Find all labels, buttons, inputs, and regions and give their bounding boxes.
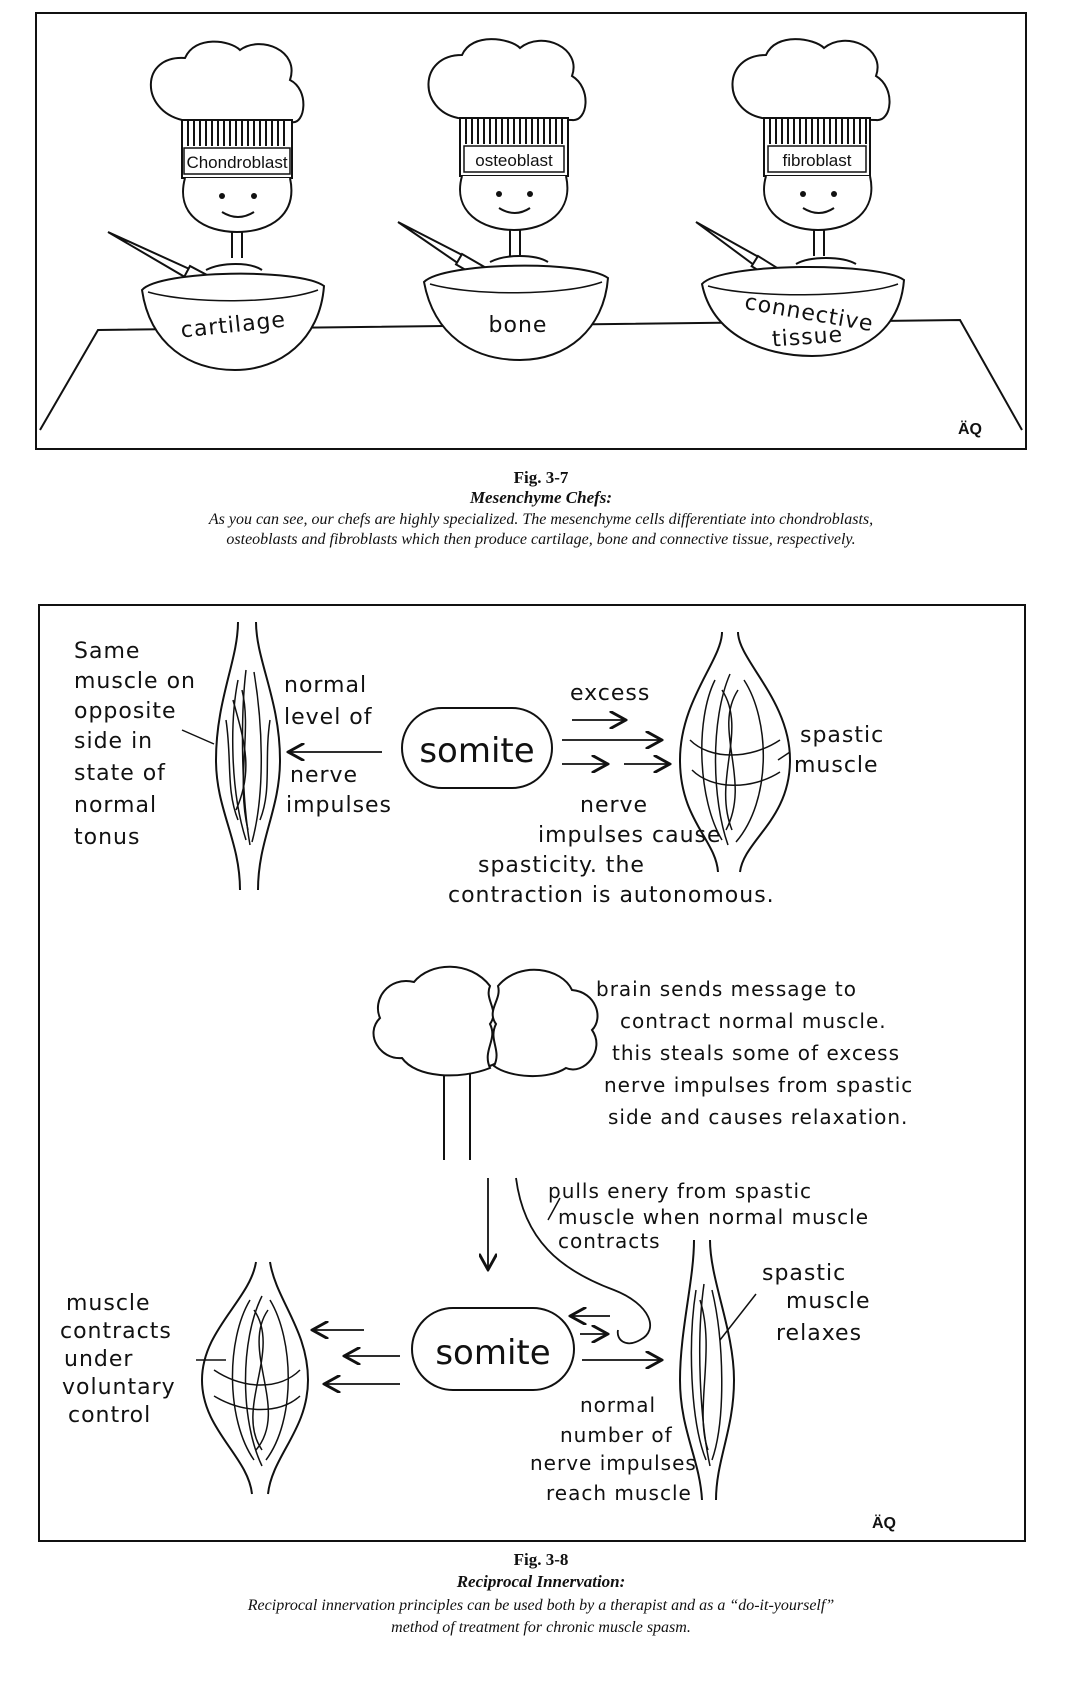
spasticity-explanation: nerve impulses cause spasticity. the con… (448, 793, 775, 908)
pull-curve (515, 1177, 651, 1345)
pulls-energy-note: pulls enery from spastic muscle when nor… (548, 1179, 876, 1253)
contracting-muscle (200, 1261, 310, 1495)
fig-3-7-number: Fig. 3-7 (513, 468, 569, 487)
normal-level-label: normal level of nerve impulses (284, 673, 392, 818)
knife (107, 231, 198, 282)
somite-node-bottom (411, 1307, 575, 1391)
fig-3-8-number: Fig. 3-8 (513, 1550, 569, 1569)
fig-3-7-title: Mesenchyme Chefs: (469, 488, 613, 507)
chef-hat (731, 38, 891, 121)
spastic-relaxes-label: spastic muscle relaxes (762, 1261, 879, 1346)
bowl-label-line2: tissue (771, 323, 844, 353)
somite-label-bottom: somite (435, 1333, 550, 1373)
chef-head (459, 175, 569, 232)
artist-signature-2: ÄQ (872, 1514, 896, 1532)
brain-message: brain sends message to contract normal m… (596, 977, 921, 1129)
mixing-bowl (422, 264, 610, 362)
same-muscle-label: Same muscle on opposite side in state of… (74, 639, 204, 850)
knife (397, 221, 470, 268)
artist-signature: ÄQ (958, 420, 982, 438)
brain-icon (372, 965, 599, 1160)
relaxed-spastic-muscle (678, 1239, 736, 1501)
fig-3-8-caption-line2: method of treatment for chronic muscle s… (391, 1619, 691, 1636)
hat-label: Chondroblast (186, 153, 287, 172)
chef-head (763, 175, 873, 232)
pointer-spastic-label (777, 751, 791, 761)
chef-head (182, 177, 293, 234)
somite-label-top: somite (419, 731, 534, 771)
spastic-muscle (678, 631, 792, 873)
excess-label: excess (570, 681, 650, 706)
chef-hat (427, 38, 587, 121)
figure-3-7-frame (35, 12, 1027, 450)
spastic-muscle-label: spastic muscle (794, 723, 892, 778)
hat-label: osteoblast (475, 151, 553, 170)
fig-3-7-caption-line2: osteoblasts and fibroblasts which then p… (226, 531, 856, 548)
pointer-pulls-label (547, 1197, 561, 1221)
normal-number-label: normal number of nerve impulses reach mu… (530, 1393, 704, 1505)
pointer-relaxes (719, 1293, 757, 1341)
voluntary-control-label: muscle contracts under voluntary control (60, 1291, 184, 1428)
figure-3-8-frame (38, 604, 1026, 1542)
mixing-bowl (700, 265, 906, 358)
fig-3-7-caption-line1: As you can see, our chefs are highly spe… (208, 511, 874, 528)
chef-osteoblast: osteoblast bone (397, 38, 610, 362)
chef-hat (149, 40, 305, 124)
pointer-left-label (181, 729, 215, 745)
normal-tonus-muscle (214, 621, 282, 891)
chef-fibroblast: fibroblast connective tissue (695, 38, 906, 358)
somite-node-top (401, 707, 553, 789)
hat-label: fibroblast (783, 151, 852, 170)
bowl-label: bone (489, 313, 548, 338)
fig-3-8-caption-line1: Reciprocal innervation principles can be… (247, 1597, 835, 1614)
chef-chondroblast: Chondroblast cartilage (107, 40, 326, 372)
fig-3-8-title: Reciprocal Innervation: (456, 1572, 626, 1591)
